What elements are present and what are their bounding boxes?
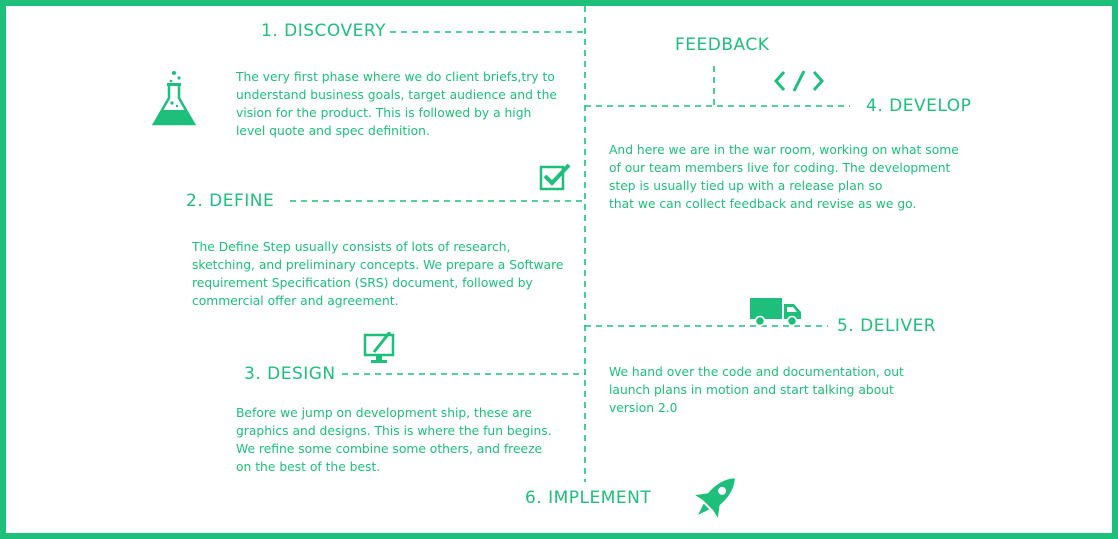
step-description-develop: And here we are in the war room, working… <box>609 143 959 211</box>
step-description-discovery: The very first phase where we do client … <box>236 70 557 138</box>
step-title-deliver: 5. DELIVER <box>837 316 937 336</box>
step-description-deliver: We hand over the code and documentation,… <box>609 365 904 415</box>
step-title-design: 3. DESIGN <box>244 364 336 384</box>
feedback-label: FEEDBACK <box>675 35 770 55</box>
rocket-icon <box>695 478 735 518</box>
step-title-define: 2. DEFINE <box>186 191 275 211</box>
checkbox-icon <box>539 163 571 191</box>
step-title-discovery: 1. DISCOVERY <box>261 21 386 41</box>
monitor-pen-icon <box>363 332 395 363</box>
step-description-design: Before we jump on development ship, thes… <box>236 406 552 474</box>
code-icon <box>774 70 824 92</box>
step-description-define: The Define Step usually consists of lots… <box>192 240 564 308</box>
truck-icon <box>750 298 801 327</box>
step-title-implement: 6. IMPLEMENT <box>525 488 652 508</box>
flask-icon <box>151 71 197 126</box>
step-title-develop: 4. DEVELOP <box>866 96 972 116</box>
